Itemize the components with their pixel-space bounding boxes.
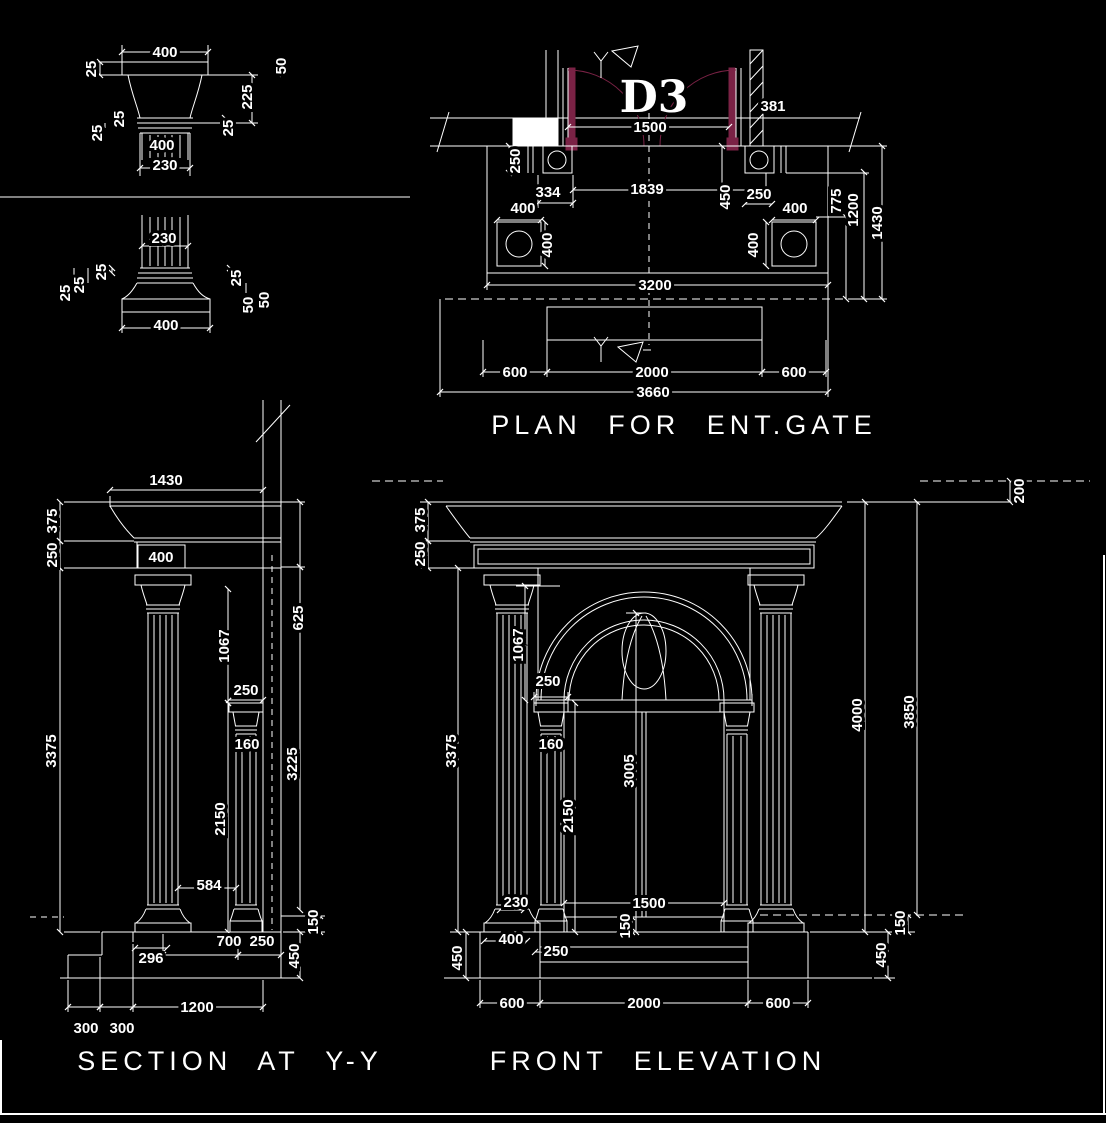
plan-title: PLAN FOR ENT.GATE: [491, 410, 877, 440]
dim-sec-400-beam: 400: [148, 549, 173, 566]
dim-el-450-left: 450: [449, 945, 466, 970]
section-marker-bottom: [593, 336, 651, 363]
dim-capital-400-mid: 400: [149, 137, 174, 154]
dim-el-250-base: 250: [543, 943, 568, 960]
dim-sec-3375: 3375: [43, 734, 60, 767]
dim-sec-1200: 1200: [180, 999, 213, 1016]
dim-sec-150: 150: [305, 909, 322, 934]
dim-sec-625: 625: [290, 605, 307, 630]
dim-capital-25-left: 25: [83, 61, 100, 78]
sheet-border: [0, 196, 1106, 1115]
wall-hatch: [749, 49, 764, 147]
dim-el-250: 250: [412, 541, 429, 566]
elevation-title: FRONT ELEVATION: [490, 1046, 827, 1076]
dim-plan-1839: 1839: [630, 181, 663, 198]
dim-el-600-right: 600: [765, 995, 790, 1012]
dim-plan-400-left: 400: [510, 200, 535, 217]
door-leaves: [565, 67, 739, 151]
dim-sec-296: 296: [138, 950, 163, 967]
dim-base-50-a: 50: [240, 297, 257, 314]
dim-plan-400-right: 400: [782, 200, 807, 217]
dim-sec-250-cap: 250: [233, 682, 258, 699]
dim-capital-25-ring1: 25: [111, 111, 128, 128]
dim-sec-2150: 2150: [212, 802, 229, 835]
dim-sec-375: 375: [44, 508, 61, 533]
elevation-view: 375 250 3375 1067 250 160 2150 3005 230 …: [372, 475, 1090, 1076]
section-view: 1430 375 250 400 625 3375 1067 250 160 2…: [30, 400, 383, 1076]
dim-plan-250-right: 250: [746, 186, 771, 203]
dim-sec-1430: 1430: [149, 472, 182, 489]
dim-el-250-cap: 250: [535, 673, 560, 690]
dim-sec-300-b: 300: [109, 1020, 134, 1037]
dim-el-1067: 1067: [510, 628, 527, 661]
dim-plan-775: 775: [828, 188, 845, 213]
dim-plan-600-right: 600: [781, 364, 806, 381]
dim-el-200: 200: [1011, 478, 1028, 503]
dim-plan-1430: 1430: [869, 206, 886, 239]
dim-sec-250-wall: 250: [249, 933, 274, 950]
dim-el-3005: 3005: [621, 754, 638, 787]
dim-plan-3200: 3200: [638, 277, 671, 294]
dim-base-25-r1: 25: [93, 264, 110, 281]
dim-base-25-r3: 25: [57, 285, 74, 302]
dim-sec-584: 584: [196, 877, 222, 894]
dim-plan-3660: 3660: [636, 384, 669, 401]
dim-plan-600-left: 600: [502, 364, 527, 381]
dim-base-25-r2: 25: [71, 277, 88, 294]
dim-el-600-left: 600: [499, 995, 524, 1012]
dim-plan-400-lv: 400: [539, 232, 556, 257]
dim-sec-160: 160: [234, 736, 259, 753]
dim-sec-450: 450: [286, 943, 303, 968]
dim-plan-1500: 1500: [633, 119, 666, 136]
dim-base-25-right: 25: [228, 270, 245, 287]
capital-detail: 400 25 50 225 25 25 25 400 230: [80, 41, 293, 177]
dim-base-230: 230: [151, 230, 176, 247]
dim-plan-1200: 1200: [845, 193, 862, 226]
dim-el-230: 230: [503, 894, 528, 911]
base-detail: 230 25 25 25 25 50 50 400: [54, 215, 276, 337]
dim-el-450-right: 450: [873, 942, 890, 967]
dim-capital-25-ring2: 25: [89, 125, 106, 142]
dim-el-150-sill: 150: [617, 913, 634, 938]
dim-el-3850: 3850: [901, 695, 918, 728]
dim-el-3375: 3375: [443, 734, 460, 767]
dim-sec-3225: 3225: [284, 747, 301, 780]
plan-view: D3 1500 381 250 334 400 1839 450 250 400…: [430, 45, 889, 440]
dim-base-400: 400: [153, 317, 178, 334]
dim-el-1500: 1500: [632, 895, 665, 912]
dim-el-400: 400: [498, 931, 523, 948]
dim-base-50-b: 50: [256, 292, 273, 309]
section-title: SECTION AT Y-Y: [77, 1046, 383, 1076]
wall-solid-fill: [512, 117, 559, 147]
dim-capital-225: 225: [239, 84, 256, 109]
dim-capital-25-right: 25: [220, 120, 237, 137]
dim-sec-250: 250: [44, 542, 61, 567]
dim-sec-1067: 1067: [216, 629, 233, 662]
dim-plan-400-rv: 400: [745, 232, 762, 257]
dim-capital-50: 50: [273, 58, 290, 75]
dim-el-2000: 2000: [627, 995, 660, 1012]
dim-plan-250-pier: 250: [507, 148, 524, 173]
dim-el-160: 160: [538, 736, 563, 753]
dim-plan-2000: 2000: [635, 364, 668, 381]
dim-sec-300-a: 300: [73, 1020, 98, 1037]
dim-plan-334: 334: [535, 184, 561, 201]
dim-el-2150: 2150: [560, 799, 577, 832]
dim-el-150-right: 150: [892, 910, 909, 935]
door-tag-d3: D3: [620, 72, 689, 123]
dim-el-4000: 4000: [849, 698, 866, 731]
dim-el-375: 375: [412, 507, 429, 532]
dim-capital-230: 230: [152, 157, 177, 174]
section-marker-top: [593, 45, 639, 78]
dim-plan-450: 450: [717, 184, 734, 209]
dim-plan-381: 381: [760, 98, 785, 115]
dim-sec-700: 700: [216, 933, 241, 950]
dim-capital-400-top: 400: [152, 44, 177, 61]
